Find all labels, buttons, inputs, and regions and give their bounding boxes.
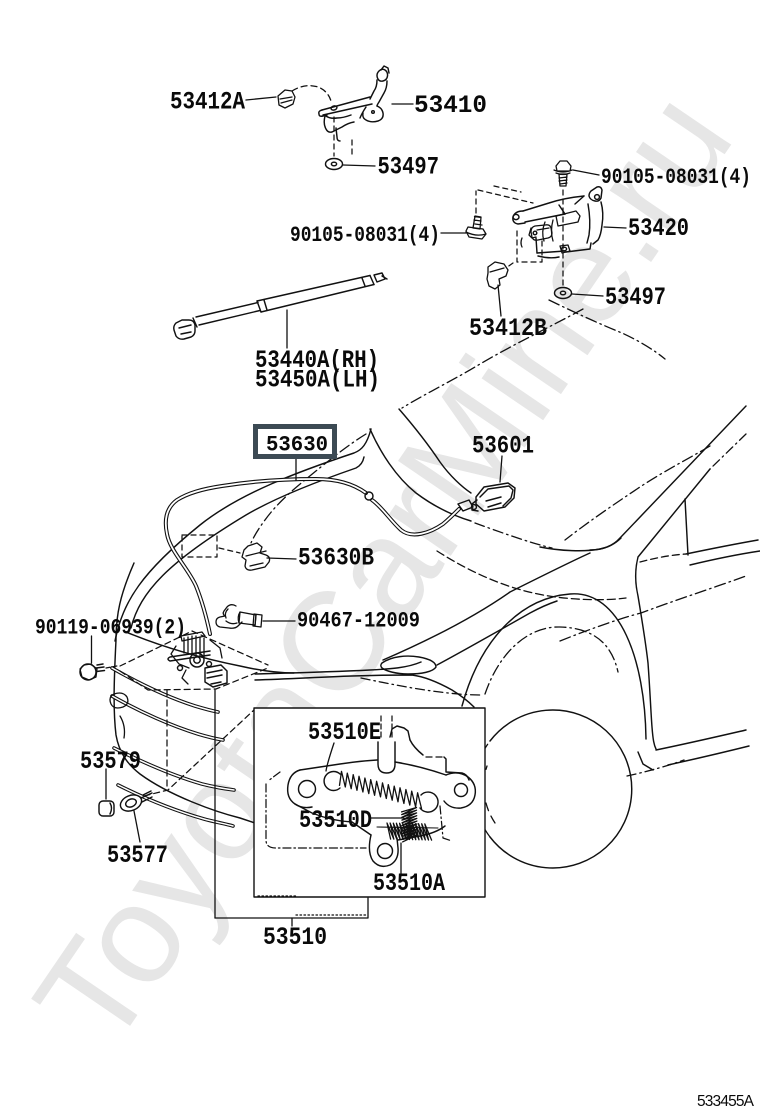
- svg-text:53630: 53630: [266, 432, 328, 458]
- svg-text:53420: 53420: [628, 214, 689, 243]
- svg-text:53440A(RH): 53440A(RH): [255, 346, 379, 375]
- svg-text:53577: 53577: [107, 841, 168, 870]
- svg-text:90119-06939(2): 90119-06939(2): [35, 616, 186, 641]
- svg-text:53497: 53497: [605, 283, 666, 312]
- svg-text:53510: 53510: [263, 923, 327, 952]
- svg-text:53579: 53579: [80, 747, 141, 776]
- svg-text:53410: 53410: [414, 91, 487, 120]
- svg-text:53412A: 53412A: [170, 88, 245, 117]
- svg-text:53412B: 53412B: [469, 314, 547, 343]
- svg-text:53510A: 53510A: [373, 869, 445, 898]
- svg-text:53510D: 53510D: [299, 806, 372, 835]
- svg-text:90105-08031(4): 90105-08031(4): [290, 223, 440, 248]
- svg-text:90105-08031(4): 90105-08031(4): [601, 165, 751, 190]
- svg-text:53601: 53601: [472, 432, 534, 461]
- svg-text:53630B: 53630B: [298, 544, 374, 573]
- svg-text:53497: 53497: [378, 153, 440, 182]
- svg-text:90467-12009: 90467-12009: [297, 609, 420, 634]
- svg-text:533455A: 533455A: [697, 1093, 755, 1110]
- svg-text:53510E: 53510E: [308, 718, 381, 747]
- svg-text:53450A(LH): 53450A(LH): [255, 366, 380, 395]
